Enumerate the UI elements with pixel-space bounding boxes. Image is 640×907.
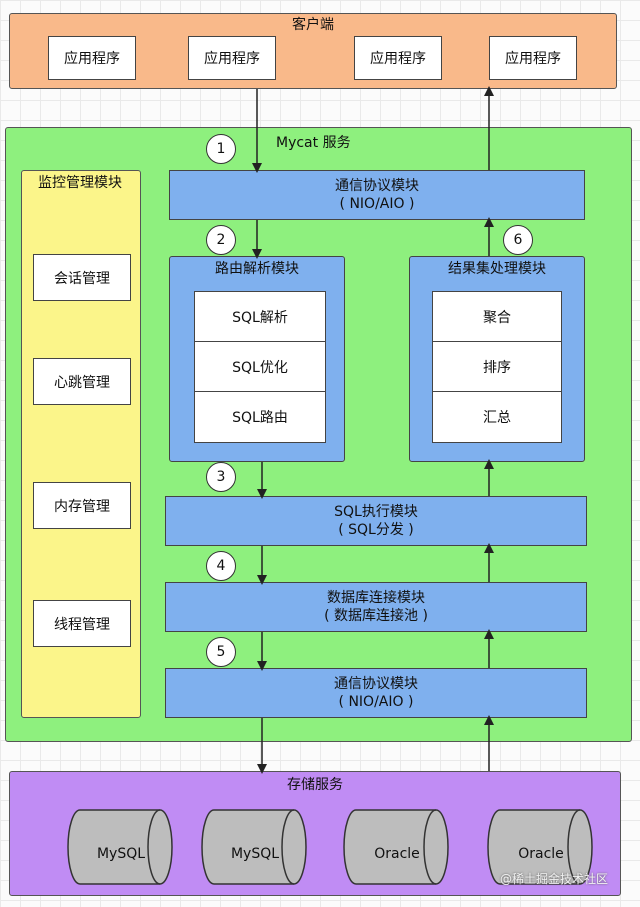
monitor-item-session: 会话管理: [33, 254, 131, 301]
db-conn-module: 数据库连接模块 ( 数据库连接池 ): [165, 582, 587, 632]
watermark: @稀土掘金技术社区: [500, 872, 609, 886]
monitor-item-thread: 线程管理: [33, 600, 131, 647]
db-cylinder-mysql-1: MySQL: [66, 808, 176, 886]
step-4-circle: 4: [206, 551, 236, 581]
db-cylinder-mysql-2: MySQL: [200, 808, 310, 886]
client-panel: 客户端 应用程序 应用程序 应用程序 应用程序: [9, 13, 617, 89]
routing-item-route: SQL路由: [194, 391, 326, 443]
sql-exec-module: SQL执行模块 ( SQL分发 ): [165, 496, 587, 546]
db-cylinder-icon: [201, 809, 307, 885]
db-label: MySQL: [96, 846, 146, 862]
db-label: Oracle: [518, 846, 564, 862]
comm-module-bottom: 通信协议模块 ( NIO/AIO ): [165, 668, 587, 718]
db-conn-label: 数据库连接模块: [327, 590, 425, 606]
db-cylinder-icon: [487, 809, 593, 885]
comm-top-label: 通信协议模块: [335, 178, 419, 194]
step-5-circle: 5: [206, 637, 236, 667]
sql-exec-label: SQL执行模块: [334, 504, 418, 520]
result-item-aggregate: 聚合: [432, 291, 562, 343]
client-app-3: 应用程序: [354, 36, 442, 80]
db-cylinder-oracle-1: Oracle: [342, 808, 452, 886]
db-cylinder-icon: [343, 809, 449, 885]
client-app-4: 应用程序: [489, 36, 577, 80]
client-app-1: 应用程序: [48, 36, 136, 80]
step-6-circle: 6: [503, 225, 533, 255]
result-module: 结果集处理模块 聚合 排序 汇总: [409, 256, 585, 462]
result-title: 结果集处理模块: [448, 261, 546, 277]
storage-title: 存储服务: [287, 777, 343, 793]
monitor-title: 监控管理模块: [38, 175, 122, 191]
routing-title: 路由解析模块: [215, 261, 299, 277]
db-cylinder-icon: [67, 809, 173, 885]
client-title: 客户端: [292, 17, 334, 33]
result-item-summary: 汇总: [432, 391, 562, 443]
db-label: Oracle: [374, 846, 420, 862]
db-label: MySQL: [230, 846, 280, 862]
comm-bottom-label: 通信协议模块: [334, 676, 418, 692]
sql-exec-sub: ( SQL分发 ): [338, 522, 414, 538]
monitor-module: 监控管理模块 会话管理 心跳管理 内存管理 线程管理: [21, 170, 141, 718]
routing-item-optimize: SQL优化: [194, 341, 326, 393]
comm-bottom-sub: ( NIO/AIO ): [338, 694, 414, 710]
comm-module-top: 通信协议模块 ( NIO/AIO ): [169, 170, 585, 220]
db-cylinder-oracle-2: Oracle: [486, 808, 596, 886]
step-2-circle: 2: [206, 225, 236, 255]
step-3-circle: 3: [206, 462, 236, 492]
monitor-item-memory: 内存管理: [33, 482, 131, 529]
comm-top-sub: ( NIO/AIO ): [339, 196, 415, 212]
monitor-item-heartbeat: 心跳管理: [33, 358, 131, 405]
routing-module: 路由解析模块 SQL解析 SQL优化 SQL路由: [169, 256, 345, 462]
client-app-2: 应用程序: [188, 36, 276, 80]
mycat-title: Mycat 服务: [276, 135, 351, 151]
step-1-circle: 1: [206, 134, 236, 164]
db-conn-sub: ( 数据库连接池 ): [324, 608, 428, 624]
